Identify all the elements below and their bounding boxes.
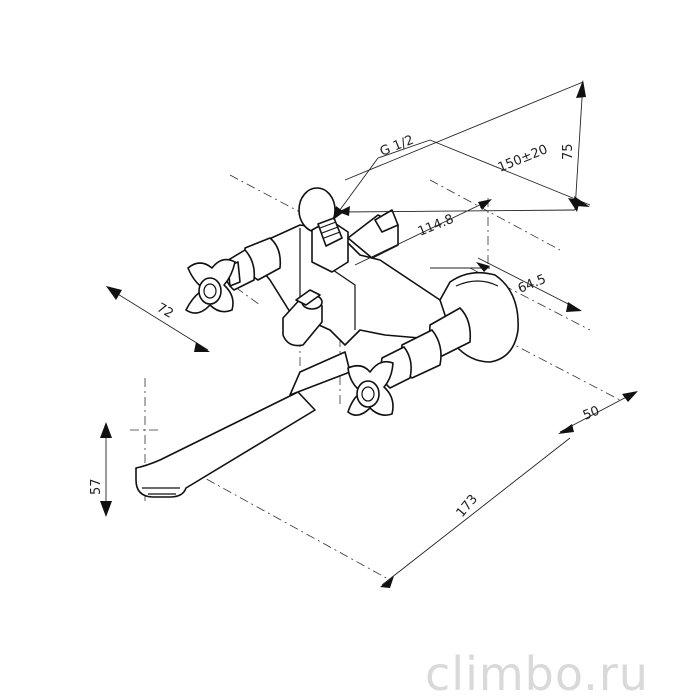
dim-64-5: 64.5 — [516, 272, 548, 297]
diverter-knob — [282, 289, 323, 347]
dim-57: 57 — [89, 478, 104, 495]
shower-outlet — [298, 187, 399, 273]
watermark: climbo.ru — [425, 647, 649, 700]
dim-72: 72 — [154, 300, 176, 321]
left-cross-handle — [185, 258, 236, 314]
dim-g-thread: G 1/2 — [378, 133, 416, 160]
spout — [135, 351, 351, 498]
dim-150: 150±20 — [496, 142, 550, 175]
arrowheads — [100, 80, 638, 588]
dimension-lines — [105, 81, 637, 586]
dim-114-8: 114.8 — [416, 212, 456, 240]
dim-75: 75 — [561, 143, 576, 160]
right-cross-handle — [347, 360, 394, 416]
dim-50: 50 — [581, 404, 602, 424]
dim-173: 173 — [454, 492, 481, 521]
